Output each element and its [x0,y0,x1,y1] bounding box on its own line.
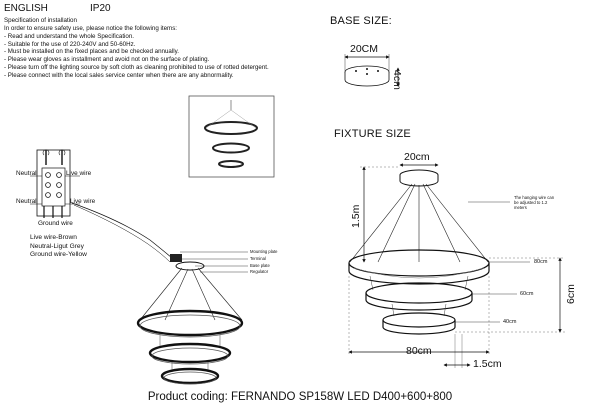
spec-item: - Please wear gloves as installment and … [4,56,210,64]
ip-rating: IP20 [90,3,111,14]
fixture-width-label: 80cm [406,345,432,357]
spec-item: - Read and understand the whole Specific… [4,32,135,40]
hang-length-label: 1.5m [350,204,362,228]
base-size-drawing [344,54,400,87]
live-bottom-label: Live wire [70,198,96,205]
ring-label-large: 80cm [534,259,548,265]
neutral-top-label: Neutral [16,170,37,177]
specification-title: Specification of installation [4,17,77,24]
live-top-label: Live wire [66,170,92,177]
spec-item: - Please connect with the local sales se… [4,71,234,79]
wiring-diagram [30,149,173,263]
hanging-wire-note: The hanging wire can be adjusted to 1.2 … [514,195,555,210]
base-height-label: 4cm [391,70,403,90]
ring-label-small: 40cm [503,319,517,325]
part-base-plate: Base plate [250,263,270,268]
spec-item: - Please turn off the lighting source by… [4,63,269,71]
spec-item: In order to ensure safety use, please no… [4,25,178,32]
ground-wire-label: Ground wire [38,220,73,227]
part-terminal: Terminal [250,256,266,261]
chandelier-illustration [136,251,248,385]
fixture-size-title: FIXTURE SIZE [334,128,411,140]
neutral-bottom-label: Neutral [16,198,37,205]
spec-item: - Must be installed on the fixed places … [4,48,179,56]
fixture-size-drawing [348,163,565,368]
wire-color-legend: Live wire-Brown Neutral-Ligut Grey Groun… [30,234,87,259]
part-regulator: Regulator [250,269,269,274]
ring-depth-label: 1.5cm [473,358,502,370]
ring-label-medium: 60cm [520,291,534,297]
fixture-height-label: 6cm [565,284,577,304]
spec-item: - Suitable for the use of 220-240V and 5… [4,40,136,48]
specification-list: In order to ensure safety use, please no… [4,25,269,80]
base-width-label: 20CM [350,43,379,55]
base-size-title: BASE SIZE: [330,15,392,27]
part-mounting-plate: Mounting plate [250,249,278,254]
product-coding: Product coding: FERNANDO SP158W LED D400… [147,391,453,403]
fixture-top-width-label: 20cm [404,151,430,163]
language-label: ENGLISH [4,3,48,14]
product-preview-image [188,95,275,178]
